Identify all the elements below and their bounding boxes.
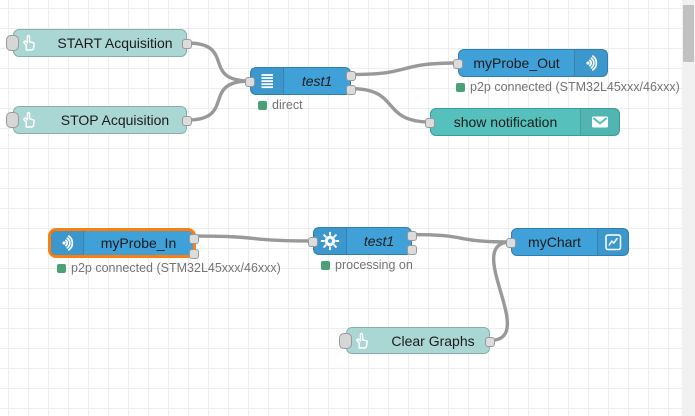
- node-start-acquisition[interactable]: START Acquisition: [6, 29, 192, 57]
- node-status: p2p connected (STM32L45xxx/46xxx): [57, 261, 281, 275]
- status-dot: [456, 82, 465, 92]
- node-test1-bottom[interactable]: test1: [308, 227, 417, 255]
- output-port-1[interactable]: [189, 249, 199, 260]
- input-port[interactable]: [453, 59, 463, 69]
- hand-pointer-icon: [14, 30, 44, 56]
- status-text: direct: [272, 98, 303, 112]
- input-port[interactable]: [425, 118, 435, 128]
- gear-icon: [314, 228, 347, 254]
- output-port-1[interactable]: [407, 244, 417, 255]
- wire-stop-acquisition-to-test1-top[interactable]: [185, 79, 252, 122]
- node-label: show notification: [453, 114, 558, 130]
- wire-clear-graphs-to-mychart[interactable]: [488, 240, 513, 343]
- node-label: STOP Acquisition: [60, 112, 170, 128]
- node-clear-graphs[interactable]: Clear Graphs: [339, 327, 495, 354]
- node-status: p2p connected (STM32L45xxx/46xxx): [456, 80, 680, 94]
- chart-icon: [597, 229, 628, 255]
- status-dot: [258, 100, 267, 110]
- signal-icon: [51, 231, 84, 255]
- vertical-scrollbar-thumb[interactable]: [683, 5, 694, 62]
- inject-button[interactable]: [6, 112, 19, 128]
- node-show-notification[interactable]: show notification: [425, 108, 620, 136]
- signal-icon: [574, 50, 607, 76]
- node-mychart[interactable]: myChart: [506, 228, 629, 256]
- node-label: myProbe_Out: [473, 55, 560, 71]
- hand-pointer-icon: [14, 107, 44, 133]
- node-status: processing on: [321, 258, 413, 272]
- node-myprobe-out[interactable]: myProbe_Out: [453, 49, 608, 77]
- node-label: test1: [301, 73, 333, 89]
- wire-start-acquisition-to-test1-top[interactable]: [185, 41, 252, 83]
- status-text: p2p connected (STM32L45xxx/46xxx): [470, 80, 680, 94]
- node-label: myProbe_In: [100, 235, 177, 251]
- output-port-1[interactable]: [346, 84, 356, 95]
- output-port-0[interactable]: [182, 116, 192, 126]
- node-myprobe-in[interactable]: myProbe_In: [48, 228, 199, 260]
- node-label: START Acquisition: [57, 35, 173, 51]
- status-dot: [321, 260, 330, 270]
- inject-button[interactable]: [339, 332, 352, 349]
- wire-test1-bottom-to-mychart[interactable]: [410, 232, 513, 244]
- input-port[interactable]: [506, 238, 516, 248]
- node-test1-top[interactable]: test1: [245, 67, 356, 95]
- output-port-0[interactable]: [485, 336, 495, 347]
- list-icon: [251, 68, 284, 94]
- status-text: p2p connected (STM32L45xxx/46xxx): [71, 261, 281, 275]
- status-dot: [57, 263, 66, 273]
- output-port-0[interactable]: [189, 234, 199, 245]
- inject-button[interactable]: [6, 35, 19, 51]
- wire-test1-top-to-show-notification[interactable]: [349, 86, 432, 124]
- node-label: Clear Graphs: [391, 332, 475, 349]
- output-port-0[interactable]: [407, 230, 417, 241]
- input-port[interactable]: [245, 77, 255, 87]
- output-port-0[interactable]: [182, 39, 192, 49]
- wire-myprobe-in-to-test1-bottom[interactable]: [194, 234, 315, 243]
- node-stop-acquisition[interactable]: STOP Acquisition: [6, 106, 192, 134]
- output-port-0[interactable]: [346, 70, 356, 81]
- status-text: processing on: [335, 258, 413, 272]
- envelope-icon: [580, 109, 619, 135]
- vertical-scrollbar-track[interactable]: [682, 0, 695, 416]
- wire-test1-top-to-myprobe-out[interactable]: [349, 61, 460, 77]
- node-status: direct: [258, 98, 303, 112]
- input-port[interactable]: [308, 237, 318, 247]
- node-label: myChart: [528, 234, 581, 250]
- hand-pointer-icon: [347, 328, 377, 353]
- node-label: test1: [363, 233, 395, 249]
